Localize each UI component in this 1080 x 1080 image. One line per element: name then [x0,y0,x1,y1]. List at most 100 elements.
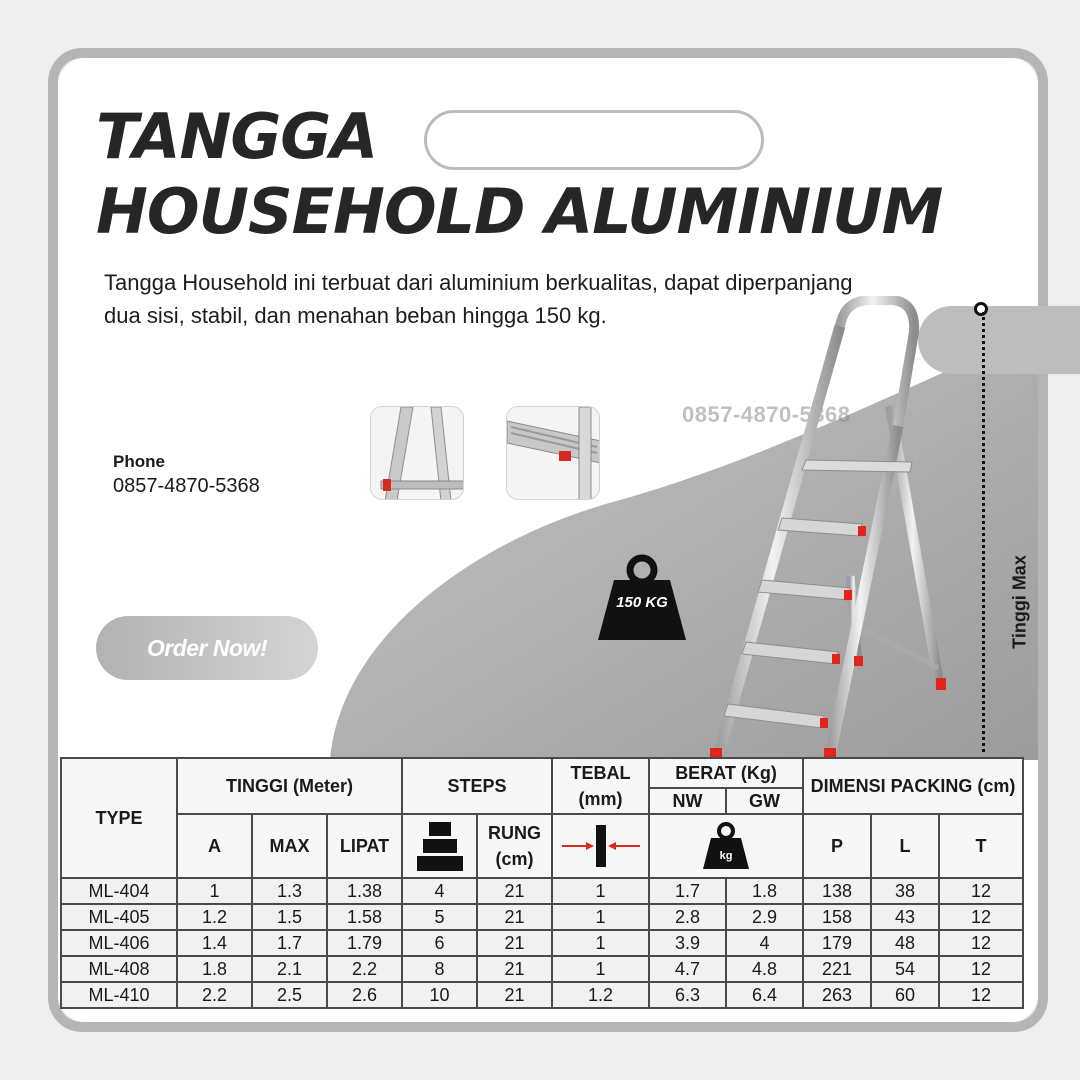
cell-t: 12 [938,877,1025,905]
cell-tebal: 1 [551,955,651,983]
cell-type: ML-408 [60,955,178,983]
thickness-icon [561,825,640,867]
cell-max: 1.5 [251,903,328,931]
phone-number[interactable]: 0857-4870-5368 [113,475,260,497]
header-berat-icon-cell: kg [648,813,805,879]
ladder-detail-icon [380,407,463,499]
cell-a: 1.8 [176,955,253,983]
height-dimension-line [982,312,985,752]
ladder-icon [710,296,946,760]
cell-t: 12 [938,903,1025,931]
cell-lipat: 2.2 [325,955,404,983]
cell-rung: 21 [476,903,554,931]
cell-t: 12 [938,981,1025,1009]
cell-a: 1.2 [176,903,253,931]
cell-max: 1.3 [251,877,328,905]
cell-type: ML-406 [60,929,178,957]
cell-l: 60 [870,981,941,1009]
height-label: Tinggi Max [1009,555,1030,649]
header-a: A [176,813,253,879]
cell-gw: 2.9 [725,903,805,931]
cell-type: ML-410 [60,981,178,1009]
cell-l: 38 [870,877,941,905]
header-l: L [870,813,941,879]
detail-thumbnail-step[interactable] [506,406,600,500]
header-dimensi: DIMENSI PACKING (cm) [802,757,1025,815]
header-t: T [938,813,1025,879]
cell-lipat: 1.58 [325,903,404,931]
svg-text:kg: kg [720,850,733,862]
cell-rung: 21 [476,955,554,983]
cell-rung: 21 [476,929,554,957]
cell-t: 12 [938,955,1025,983]
cell-steps: 10 [401,981,479,1009]
cell-p: 263 [802,981,873,1009]
cell-nw: 1.7 [648,877,728,905]
cell-nw: 4.7 [648,955,728,983]
product-description: Tangga Household ini terbuat dari alumin… [104,270,853,328]
cell-max: 2.5 [251,981,328,1009]
cell-nw: 6.3 [648,981,728,1009]
header-lipat: LIPAT [325,813,404,879]
cell-nw: 2.8 [648,903,728,931]
header-steps: STEPS [401,757,554,815]
cell-lipat: 1.79 [325,929,404,957]
cell-type: ML-404 [60,877,178,905]
title-line-1: TANGGA [96,100,378,173]
cell-tebal: 1 [551,877,651,905]
cell-rung: 21 [476,981,554,1009]
cell-p: 158 [802,903,873,931]
weight-badge: 150 KG [616,594,668,611]
cell-max: 1.7 [251,929,328,957]
title-line-2: HOUSEHOLD ALUMINIUM [96,175,943,248]
cell-gw: 1.8 [725,877,805,905]
decorative-right-pill [918,306,1080,374]
header-tebal: TEBAL (mm) [551,757,651,815]
header-berat: BERAT (Kg) [648,757,805,789]
cell-steps: 5 [401,903,479,931]
cell-p: 221 [802,955,873,983]
cell-lipat: 2.6 [325,981,404,1009]
detail-thumbnail-hinge[interactable] [370,406,464,500]
header-steps-icon-cell [401,813,479,879]
cell-t: 12 [938,929,1025,957]
cell-steps: 8 [401,955,479,983]
cell-nw: 3.9 [648,929,728,957]
header-gw: GW [725,787,805,815]
cell-a: 1.4 [176,929,253,957]
steps-icon [416,822,463,871]
spec-table-container: TYPE TINGGI (Meter) STEPS TEBAL (mm) BER… [60,757,1025,1009]
order-now-button[interactable]: Order Now! [96,616,318,680]
kg-weight-icon: kg [703,822,750,869]
header-rung: RUNG (cm) [476,813,554,879]
cell-l: 48 [870,929,941,957]
cell-p: 179 [802,929,873,957]
cell-steps: 6 [401,929,479,957]
cell-max: 2.1 [251,955,328,983]
cell-l: 43 [870,903,941,931]
cell-p: 138 [802,877,873,905]
cell-a: 1 [176,877,253,905]
height-marker-dot [974,302,988,316]
cell-tebal: 1 [551,929,651,957]
cell-gw: 4.8 [725,955,805,983]
decorative-pill [424,110,764,170]
header-tebal-icon-cell [551,813,651,879]
cell-tebal: 1 [551,903,651,931]
cell-lipat: 1.38 [325,877,404,905]
header-nw: NW [648,787,728,815]
page-frame [48,48,1048,1032]
cell-rung: 21 [476,877,554,905]
spec-table: TYPE TINGGI (Meter) STEPS TEBAL (mm) BER… [60,757,1025,1009]
cell-l: 54 [870,955,941,983]
cell-type: ML-405 [60,903,178,931]
header-max: MAX [251,813,328,879]
header-tinggi: TINGGI (Meter) [175,757,404,815]
cell-gw: 6.4 [725,981,805,1009]
cell-tebal: 1.2 [551,981,651,1009]
